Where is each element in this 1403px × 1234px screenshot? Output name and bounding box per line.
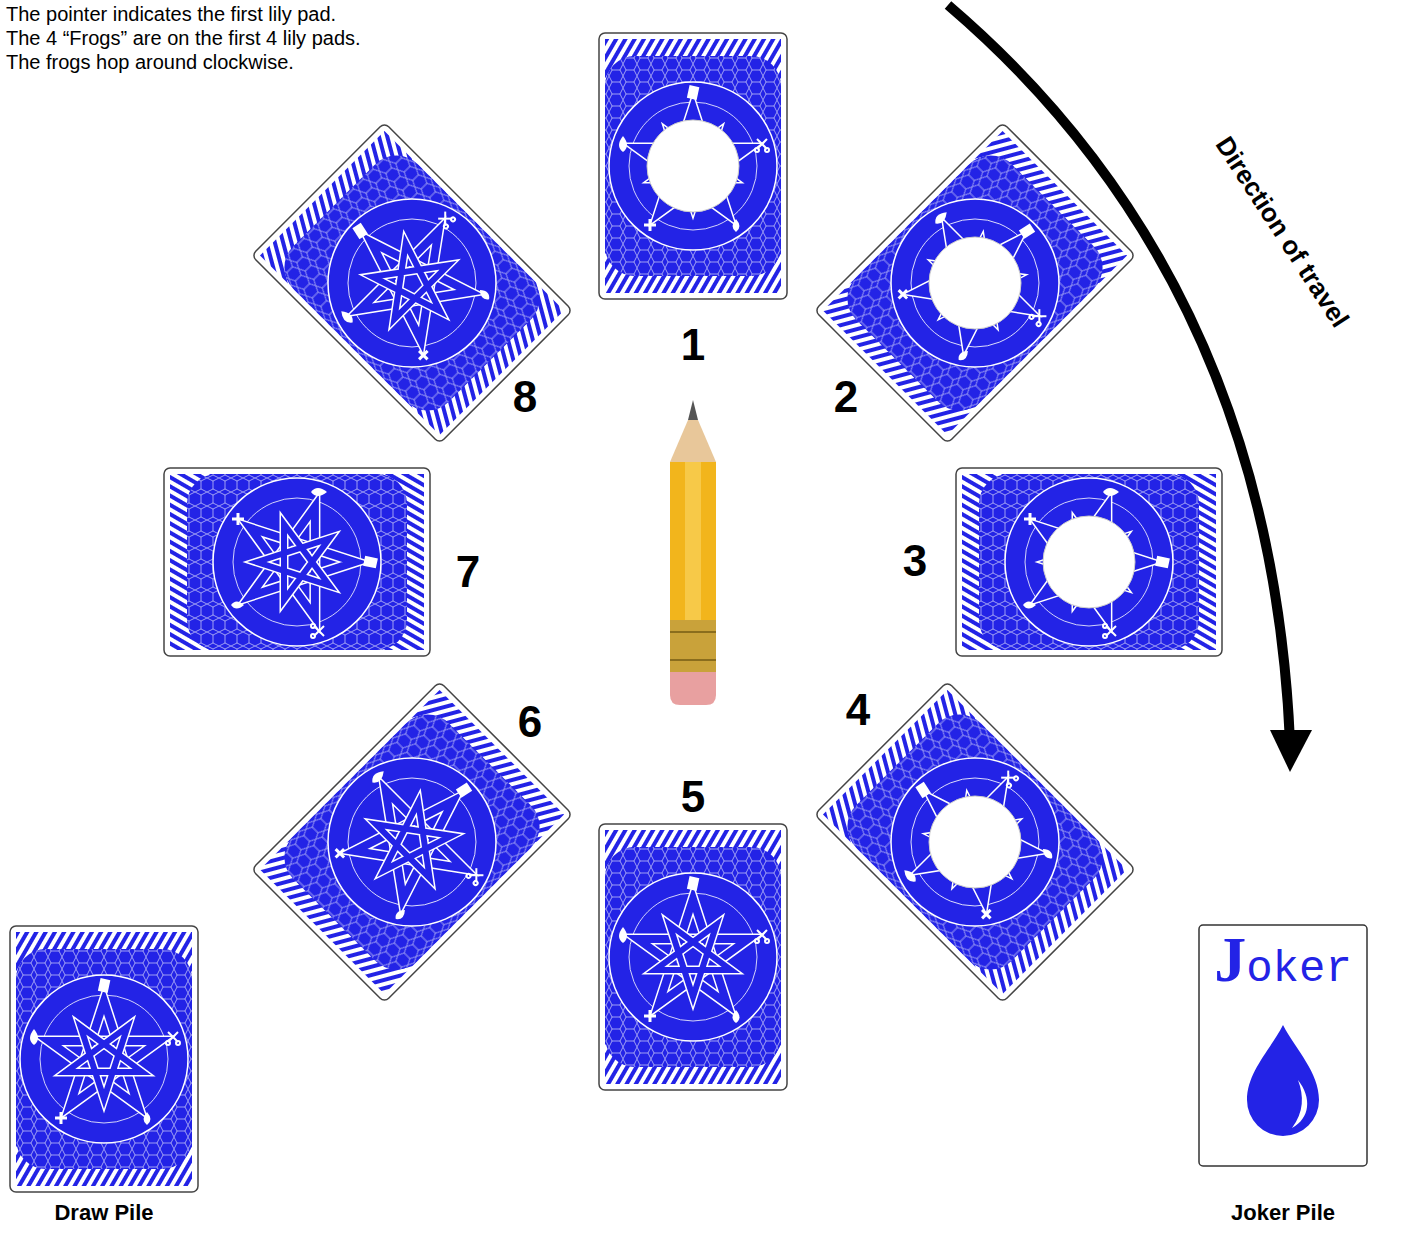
draw-pile-card: Draw Pile bbox=[8, 925, 200, 1193]
lily-pad-card: 6 bbox=[250, 680, 574, 1004]
pad-number: 3 bbox=[903, 539, 927, 583]
lily-pad-card: 3 bbox=[955, 466, 1223, 656]
lily-pad-card: 7 bbox=[163, 466, 431, 656]
pad-number: 6 bbox=[518, 700, 542, 744]
joker-pile-card: JokerJoker Pile bbox=[1199, 925, 1367, 1166]
lily-pad-cards bbox=[10, 33, 1222, 1192]
lily-pad-card: 1 bbox=[598, 32, 788, 300]
pad-number: 8 bbox=[513, 375, 537, 419]
joker-card bbox=[1199, 925, 1367, 1166]
lily-pad-card: 5 bbox=[598, 823, 788, 1091]
direction-arrow bbox=[948, 5, 1312, 772]
pad-number: 7 bbox=[456, 550, 480, 594]
pad-number: 5 bbox=[681, 775, 705, 819]
pencil-pointer bbox=[670, 400, 716, 705]
pile-label: Joker Pile bbox=[1231, 1201, 1335, 1225]
instruction-note: The 4 “Frogs” are on the first 4 lily pa… bbox=[6, 26, 361, 50]
lily-pad-card: 4 bbox=[813, 680, 1137, 1004]
pad-number: 4 bbox=[846, 688, 870, 732]
lily-pad-card: 8 bbox=[250, 121, 574, 445]
pad-number: 2 bbox=[834, 375, 858, 419]
lily-pad-card: 2 bbox=[813, 121, 1137, 445]
pile-label: Draw Pile bbox=[54, 1201, 153, 1225]
instruction-note: The frogs hop around clockwise. bbox=[6, 50, 294, 74]
direction-label: Direction of travel bbox=[1209, 131, 1355, 333]
frog-tokens bbox=[647, 120, 1135, 888]
joker-title: Joker bbox=[1214, 928, 1352, 992]
instruction-note: The pointer indicates the first lily pad… bbox=[6, 2, 336, 26]
pad-number: 1 bbox=[681, 323, 705, 367]
